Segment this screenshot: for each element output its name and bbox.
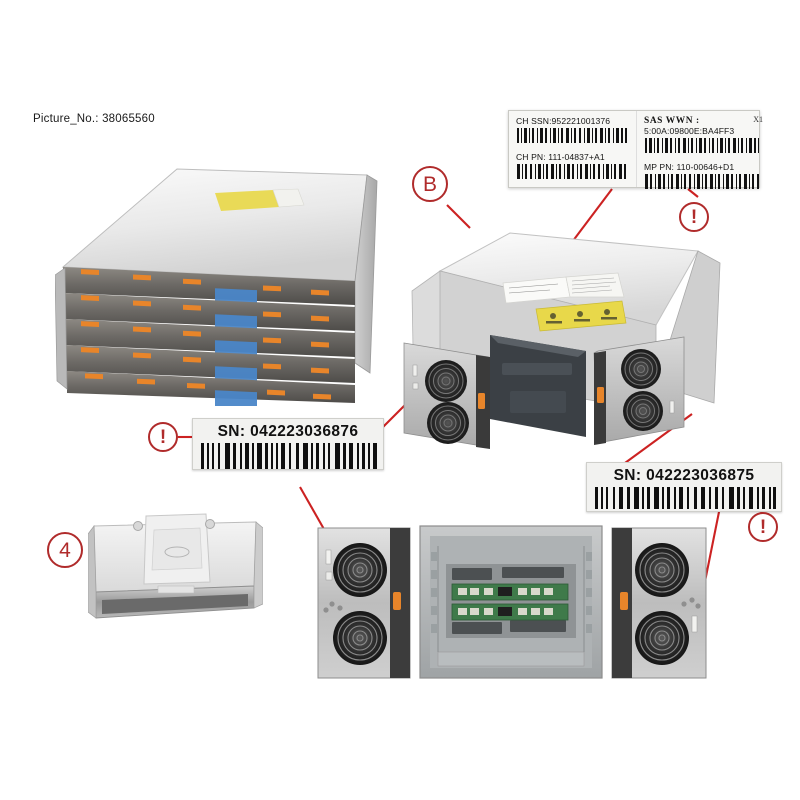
- photo-disk-shelf-stack: [54, 163, 385, 411]
- serial-number-label-right: SN: 042223036875: [586, 462, 782, 512]
- serial-number-label-left: SN: 042223036876: [192, 418, 384, 470]
- photo-chassis-open-front: [312, 512, 712, 690]
- callout-4[interactable]: 4: [47, 532, 83, 568]
- midplane-pn-text: MP PN: 110-00646+D1: [644, 162, 735, 172]
- chassis-ssn-text: CH SSN:952221001376: [516, 116, 611, 126]
- chassis-pn-text: CH PN: 111-04837+A1: [516, 152, 605, 162]
- warning-icon: !: [759, 516, 767, 538]
- photo-filler-bracket: [87, 508, 264, 648]
- callout-b-label: B: [422, 172, 437, 196]
- chassis-ssn-barcode: [517, 128, 627, 143]
- spec-label-right-column: X1 SAS WWN : 5:00A:09800E:BA4FF3: [637, 111, 768, 189]
- serial-number-barcode-right: [595, 487, 776, 509]
- callout-4-label: 4: [59, 538, 71, 562]
- sas-wwn-title: SAS WWN :: [644, 116, 700, 126]
- warning-icon: !: [690, 206, 698, 228]
- photo-chassis-rear: [398, 205, 728, 460]
- serial-number-barcode-left: [201, 443, 377, 469]
- picture-number-caption: Picture_No.: 38065560: [33, 113, 155, 125]
- warning-icon: !: [159, 426, 167, 448]
- spec-label-left-column: CH SSN:952221001376: [509, 111, 637, 187]
- warning-callout-top-right[interactable]: !: [679, 202, 709, 232]
- serial-number-text-right: SN: 042223036875: [613, 467, 755, 484]
- warning-callout-sn-left[interactable]: !: [148, 422, 178, 452]
- chassis-spec-label: CH SSN:952221001376: [508, 110, 763, 189]
- serial-number-text-left: SN: 042223036876: [217, 423, 359, 440]
- sas-wwn-value: 5:00A:09800E:BA4FF3: [644, 126, 735, 136]
- callout-b[interactable]: B: [412, 166, 448, 202]
- sas-wwn-barcode: [645, 138, 759, 153]
- chassis-pn-barcode: [517, 164, 626, 179]
- warning-callout-sn-right[interactable]: !: [748, 512, 778, 542]
- midplane-pn-barcode: [645, 174, 759, 189]
- spec-label-x1-marking: X1: [753, 115, 763, 124]
